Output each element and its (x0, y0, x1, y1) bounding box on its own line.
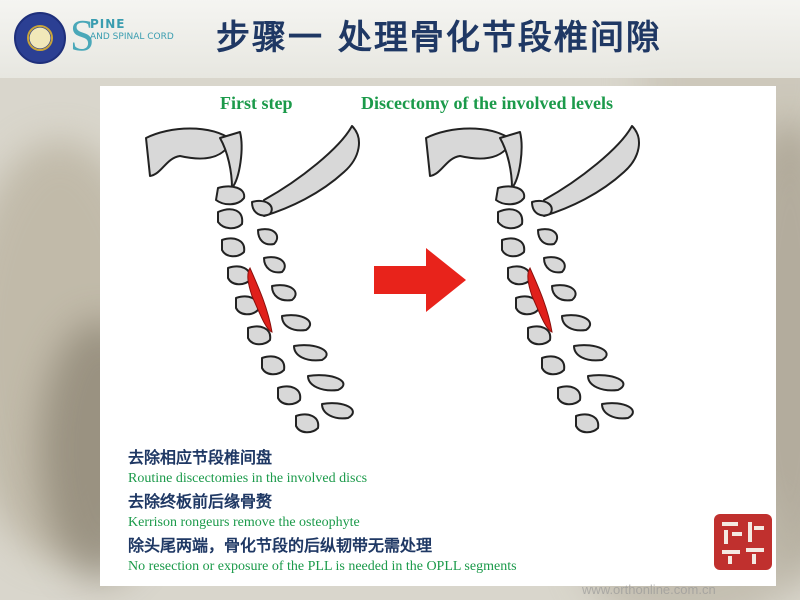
c6-vertebra (247, 325, 272, 346)
c4-vertebra (507, 265, 532, 286)
mandible (543, 125, 640, 217)
spinous-process-1 (251, 200, 273, 217)
note-1-en: Routine discectomies in the involved dis… (128, 471, 368, 486)
opll-lesion (247, 266, 273, 333)
occipital-bone-tail (219, 131, 243, 189)
spinous-process-4 (271, 284, 297, 302)
c3-vertebra (501, 237, 526, 258)
c2-vertebra (497, 208, 524, 230)
spine-illustration-after (425, 125, 640, 434)
c1-vertebra (215, 185, 246, 206)
occipital-bone (425, 127, 513, 177)
spinous-process-4 (551, 284, 577, 302)
spinous-process-8 (601, 402, 634, 420)
right-figure-label: Discectomy of the involved levels (361, 93, 613, 113)
right-arrow-icon (374, 248, 466, 312)
t2-vertebra (295, 413, 320, 434)
note-3-en: No resection or exposure of the PLL is n… (128, 559, 517, 574)
spinous-process-6 (573, 344, 608, 362)
mandible (263, 125, 360, 217)
spine-illustration-before (145, 125, 360, 434)
t1-vertebra (277, 385, 302, 406)
footer-url: www.orthonline.com.cn (582, 582, 716, 597)
c7-vertebra (261, 355, 286, 376)
slide-title: 步骤一 处理骨化节段椎间隙 (216, 18, 662, 58)
c6-vertebra (527, 325, 552, 346)
note-3-zh: 除头尾两端，骨化节段的后纵韧带无需处理 (128, 536, 433, 555)
spinous-process-6 (293, 344, 328, 362)
brand-letter: S (70, 11, 95, 60)
spinous-process-2 (537, 228, 559, 246)
c7-vertebra (541, 355, 566, 376)
spinous-process-5 (281, 314, 312, 332)
c2-vertebra (217, 208, 244, 230)
spinous-process-7 (307, 374, 345, 392)
brand-line-1: PINE (90, 17, 126, 31)
spinous-process-8 (321, 402, 354, 420)
spine-logo-icon: S PINE AND SPINAL CORD (70, 14, 180, 58)
spinous-process-2 (257, 228, 279, 246)
note-2-en: Kerrison rongeurs remove the osteophyte (128, 515, 360, 530)
t2-vertebra (575, 413, 600, 434)
c1-vertebra (495, 185, 526, 206)
occipital-bone (145, 127, 233, 177)
brand-line-2: AND SPINAL CORD (90, 32, 174, 42)
spinous-process-3 (543, 256, 566, 274)
red-seal-stamp-icon (714, 514, 772, 570)
spinous-process-7 (587, 374, 625, 392)
note-2-zh: 去除终板前后缘骨赘 (128, 492, 273, 511)
left-figure-label: First step (220, 93, 293, 113)
hospital-seal-icon (14, 12, 66, 64)
opll-lesion (527, 266, 553, 333)
header-bar (0, 0, 800, 78)
c3-vertebra (221, 237, 246, 258)
occipital-bone-tail (499, 131, 523, 189)
spinous-process-3 (263, 256, 286, 274)
spinous-process-5 (561, 314, 592, 332)
note-1-zh: 去除相应节段椎间盘 (128, 448, 273, 467)
spinous-process-1 (531, 200, 553, 217)
t1-vertebra (557, 385, 582, 406)
c4-vertebra (227, 265, 252, 286)
procedure-notes: 去除相应节段椎间盘 Routine discectomies in the in… (128, 446, 748, 578)
